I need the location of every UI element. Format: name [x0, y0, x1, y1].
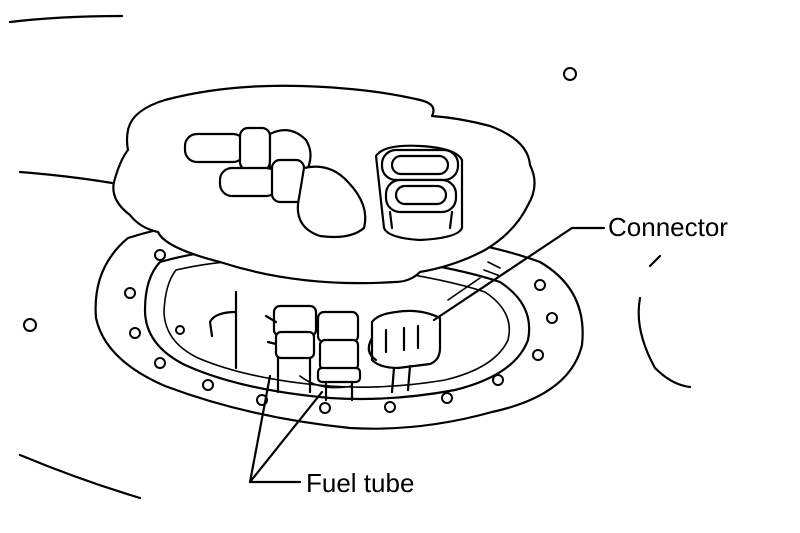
tank-outline: [8, 14, 692, 500]
fuel-tube-leader-line: [248, 390, 324, 484]
connector-label: Connector: [608, 212, 728, 242]
wiring: [447, 261, 501, 301]
tank-hole: [23, 318, 37, 332]
fuel-pipe-fitting: [218, 166, 280, 198]
fuel-tube-label: Fuel tube: [306, 468, 414, 498]
top-cover: [112, 84, 536, 285]
tank-hole: [563, 67, 577, 81]
fuel-tubes: [208, 290, 362, 402]
lower-connector: [367, 309, 442, 394]
fuel-pipe-fitting: [183, 132, 247, 164]
leader-lines: [248, 226, 606, 484]
connector-leader-line: [432, 226, 606, 322]
